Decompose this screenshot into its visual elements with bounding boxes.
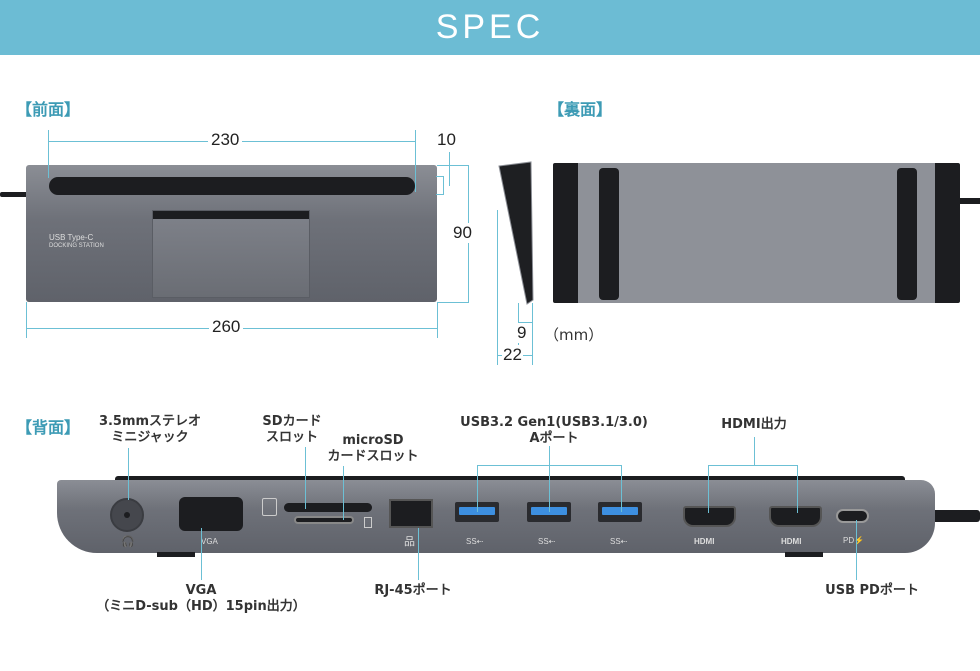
hdmi-label: HDMI出力 — [721, 417, 787, 432]
sd-slot — [284, 503, 372, 512]
usb-a-label: USB3.2 Gen1(USB3.1/3.0)Aポート — [460, 415, 648, 446]
back-device — [553, 163, 960, 303]
front-section-label: 【前面】 — [16, 100, 81, 119]
headphone-icon: 🎧 — [121, 535, 135, 548]
ss-usb-icon: SS⇠ — [466, 537, 484, 546]
dim-90: 90 — [450, 223, 475, 243]
cable — [930, 510, 980, 522]
logo-line1: USB Type-C — [49, 233, 94, 242]
usb-c-port — [836, 509, 869, 523]
rj45-label: RJ-45ポート — [374, 583, 452, 598]
sd-slot-label: SDカードスロット — [262, 414, 322, 445]
vga-label: VGA（ミニD-sub（HD）15pin出力） — [96, 583, 306, 614]
microsd-icon — [364, 517, 372, 528]
front-device: USB Type-C DOCKING STATION — [26, 165, 437, 302]
page-title: SPEC — [435, 8, 545, 46]
hdmi-mark: HDMI — [781, 537, 802, 546]
hdmi-port-2 — [769, 506, 822, 527]
pd-mark: PD⚡ — [843, 536, 865, 545]
dim-9: 9 — [517, 323, 527, 343]
back-section-label: 【裏面】 — [548, 100, 613, 119]
dim-230: 230 — [208, 130, 243, 150]
network-icon: 品 — [404, 536, 415, 548]
rubber-pad — [897, 168, 917, 300]
rj45-port — [389, 499, 433, 528]
rubber-pad — [599, 168, 619, 300]
microsd-slot — [294, 516, 354, 524]
vga-port — [179, 497, 243, 531]
logo: USB Type-C DOCKING STATION — [49, 233, 104, 251]
cable — [0, 192, 30, 197]
dim-260: 260 — [209, 317, 244, 337]
usb-a-port-3 — [598, 502, 642, 522]
dim-22: 22 — [502, 345, 523, 365]
hdmi-port-1 — [683, 506, 736, 527]
foot — [157, 552, 195, 557]
side-profile — [498, 161, 534, 305]
dim-10: 10 — [434, 130, 459, 150]
unit-label: （mm） — [544, 326, 604, 344]
vga-mark: VGA — [201, 537, 218, 546]
hdmi-mark: HDMI — [694, 537, 715, 546]
stand-panel — [152, 210, 310, 298]
audio-jack-label: 3.5mmステレオミニジャック — [98, 414, 202, 445]
ss-usb-icon: SS⇠ — [610, 537, 628, 546]
header-banner: SPEC — [0, 0, 980, 55]
foot — [785, 552, 823, 557]
cable — [960, 198, 980, 204]
ss-usb-icon: SS⇠ — [538, 537, 556, 546]
rear-section-label: 【背面】 — [16, 418, 81, 437]
logo-line2: DOCKING STATION — [49, 243, 104, 249]
sd-card-icon — [262, 498, 277, 516]
laptop-slot — [49, 177, 415, 195]
usb-pd-label: USB PDポート — [825, 583, 919, 598]
audio-jack — [110, 498, 144, 532]
